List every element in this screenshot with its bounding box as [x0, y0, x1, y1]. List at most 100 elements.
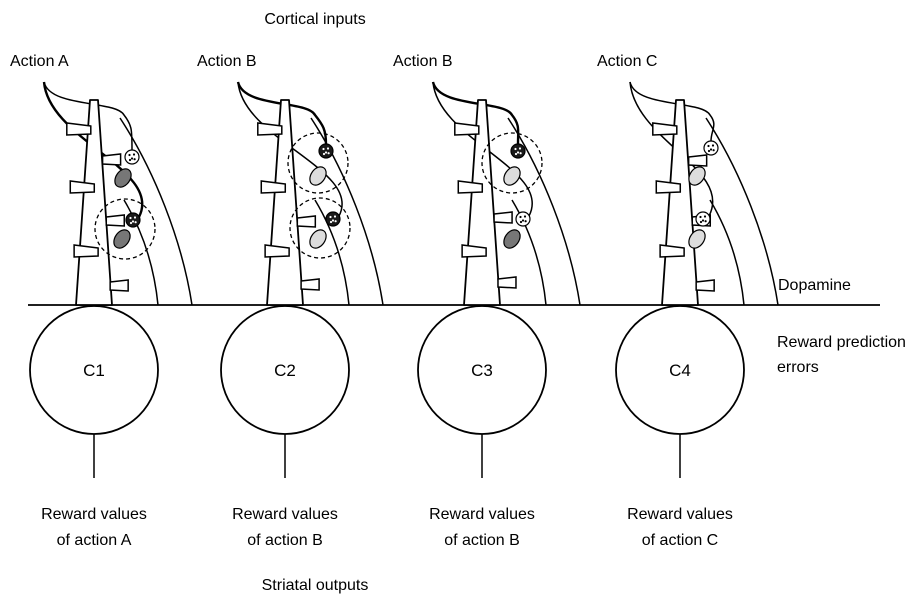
dopamine-varicosity [113, 229, 131, 249]
vesicle-dot [129, 216, 132, 220]
vesicle-dot [707, 144, 710, 148]
vesicle-dot [703, 215, 707, 218]
dopamine-fiber [123, 199, 159, 306]
dopamine-fiber [709, 199, 745, 306]
dopamine-varicosity [503, 229, 521, 249]
cortical-bouton [515, 211, 531, 227]
vesicle-dot [514, 152, 518, 156]
dopamine-varicosity [688, 166, 706, 186]
dopamine-fiber [507, 117, 581, 306]
striatal-outputs-footer: Striatal outputs [262, 577, 369, 594]
vesicle-dot [327, 152, 330, 155]
dendritic-spine [109, 279, 129, 292]
dendritic-spine [105, 214, 126, 227]
vesicle-dot [519, 215, 522, 219]
dopamine-varicosity [309, 166, 327, 186]
dendritic-spine [461, 244, 487, 258]
cell-label: C4 [669, 361, 691, 380]
dendritic-spine [652, 122, 678, 136]
vesicle-dot [701, 219, 705, 222]
vesicle-dot [322, 147, 325, 151]
cortical-bouton [703, 140, 719, 156]
reward-prediction-errors-label: errors [777, 359, 819, 376]
vesicle-dot [133, 216, 137, 219]
dopamine-fiber [310, 117, 384, 306]
vesicle-dot [519, 220, 523, 224]
dendritic-spine [101, 153, 122, 166]
vesicle-dot [322, 152, 326, 156]
cell-label: C3 [471, 361, 493, 380]
cortical-bouton [325, 211, 341, 227]
vesicle-dot [333, 215, 337, 218]
dendritic-spine [687, 154, 708, 167]
dendritic-spine [264, 244, 290, 258]
active-synapse-circle [289, 197, 351, 259]
reward-values-action-label: of action A [57, 532, 132, 549]
cortical-bouton [124, 149, 140, 165]
cortical-axon [236, 81, 328, 145]
vesicle-dot [518, 147, 522, 150]
vesicle-dot [130, 157, 134, 160]
vesicle-dot [329, 220, 333, 224]
vesicle-dot [133, 158, 136, 161]
cell-label: C1 [83, 361, 105, 380]
dopamine-varicosity [114, 168, 132, 188]
reward-values-label: Reward values [429, 506, 535, 523]
vesicle-dot [516, 151, 520, 154]
dopamine-fiber [511, 199, 547, 306]
vesicle-dot [329, 215, 332, 219]
vesicle-dot [707, 149, 711, 153]
vesicle-dot [712, 149, 715, 152]
vesicle-dot [134, 221, 137, 224]
reward-values-label: Reward values [41, 506, 147, 523]
dendritic-spine [257, 122, 283, 136]
action-label: Action C [597, 53, 657, 70]
dendritic-spine [497, 276, 517, 289]
dendritic-spine [695, 279, 715, 292]
vesicle-dot [704, 220, 707, 223]
vesicle-dot [514, 147, 517, 151]
active-synapse-circle [481, 132, 543, 194]
vesicle-dot [324, 151, 328, 154]
active-synapse-circle [287, 132, 349, 194]
cortical-bouton [695, 211, 711, 227]
dopamine-varicosity [309, 229, 327, 249]
dendritic-spine [69, 180, 96, 194]
vesicle-dot [699, 220, 703, 224]
vesicle-dot [326, 147, 330, 150]
cortical-axon [432, 81, 533, 217]
cortical-bouton [510, 143, 526, 159]
vesicle-dot [334, 220, 337, 223]
dendritic-spine [454, 122, 480, 136]
vesicle-dot [711, 144, 715, 147]
dendritic-spine [659, 244, 685, 258]
cell-label: C2 [274, 361, 296, 380]
dendritic-spine [655, 180, 682, 194]
reward-values-label: Reward values [627, 506, 733, 523]
reward-prediction-label: Reward prediction [777, 334, 906, 351]
reward-values-action-label: of action C [642, 532, 718, 549]
cortical-axon [431, 81, 520, 145]
vesicle-dot [699, 215, 702, 219]
dendritic-spine [300, 278, 320, 291]
dendritic-spine [260, 180, 287, 194]
vesicle-dot [129, 221, 133, 225]
cortical-inputs-title: Cortical inputs [264, 11, 365, 28]
vesicle-dot [523, 215, 527, 218]
vesicle-dot [128, 158, 132, 162]
dopamine-label: Dopamine [778, 277, 851, 294]
dopamine-varicosity [503, 166, 521, 186]
dopamine-varicosity [688, 229, 706, 249]
vesicle-dot [132, 153, 136, 156]
dopamine-fiber [705, 117, 779, 306]
vesicle-dot [709, 148, 713, 151]
dopamine-fiber [314, 199, 350, 306]
cortical-bouton [125, 212, 141, 228]
dendritic-spine [296, 215, 317, 228]
vesicle-dot [331, 219, 335, 222]
dendritic-spine [66, 122, 92, 136]
